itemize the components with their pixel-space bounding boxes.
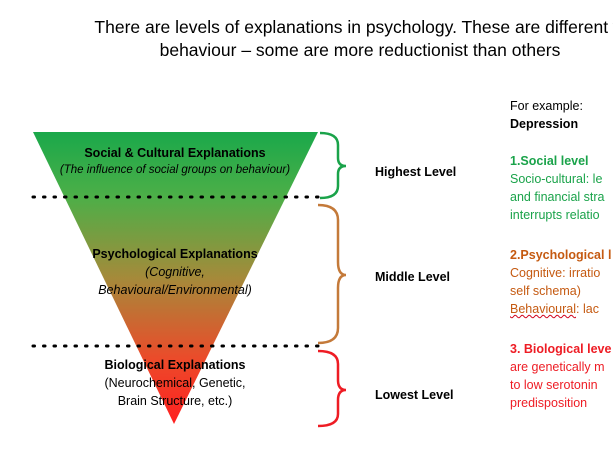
example-biological-heading: 3. Biological leve <box>510 342 612 356</box>
biological-explanations-label: Biological Explanations (Neurochemical, … <box>80 356 270 410</box>
psychological-sub-1: (Cognitive, <box>145 265 205 279</box>
example-psychological-line-2: self schema) <box>510 284 581 298</box>
slide-title: There are levels of explanations in psyc… <box>40 16 613 62</box>
brace-middle <box>317 203 347 345</box>
middle-level-label: Middle Level <box>375 270 451 284</box>
example-psychological-heading: 2.Psychological l <box>510 248 612 262</box>
example-social-line-3: interrupts relatio <box>510 208 600 222</box>
biological-heading: Biological Explanations <box>104 358 246 372</box>
highest-level-label: Highest Level <box>375 165 457 179</box>
title-line-1: There are levels of explanations in psyc… <box>94 17 613 37</box>
psychological-heading: Psychological Explanations <box>92 247 258 261</box>
social-sub: (The influence of social groups on behav… <box>59 164 291 176</box>
example-social-heading: 1.Social level <box>510 154 589 168</box>
example-biological: 3. Biological leve are genetically m to … <box>510 340 611 412</box>
example-social: 1.Social level Socio-cultural: le and fi… <box>510 152 605 224</box>
example-psychological-line-3: Behavioural: lac <box>510 300 611 318</box>
example-intro: For example: Depression <box>510 97 583 133</box>
social-explanations-label: Social & Cultural Explanations (The infl… <box>40 145 310 179</box>
example-intro-text: For example: <box>510 99 583 113</box>
example-biological-line-3: predisposition <box>510 396 588 410</box>
example-biological-line-1: are genetically m <box>510 360 605 374</box>
social-heading: Social & Cultural Explanations <box>84 146 266 160</box>
title-line-2: behaviour – some are more reductionist t… <box>159 40 561 60</box>
biological-sub-2: Brain Structure, etc.) <box>117 394 233 408</box>
example-biological-line-2: to low serotonin <box>510 378 598 392</box>
example-psychological: 2.Psychological l Cognitive: irratio sel… <box>510 246 611 318</box>
inverted-triangle <box>33 132 318 424</box>
example-psychological-line-1: Cognitive: irratio <box>510 266 601 280</box>
example-psychological-rest: : lac <box>576 302 599 316</box>
biological-sub-1: (Neurochemical, Genetic, <box>104 376 246 390</box>
lowest-level-label: Lowest Level <box>375 388 454 402</box>
psychological-explanations-label: Psychological Explanations (Cognitive, B… <box>70 245 280 299</box>
example-social-line-1: Socio-cultural: le <box>510 172 603 186</box>
brace-lowest <box>317 349 347 428</box>
example-topic: Depression <box>510 117 579 131</box>
example-social-line-2: and financial stra <box>510 190 605 204</box>
psychological-sub-2: Behavioural/Environmental) <box>98 283 252 297</box>
example-psychological-marked: Behavioural <box>510 302 577 316</box>
brace-highest <box>319 131 347 200</box>
